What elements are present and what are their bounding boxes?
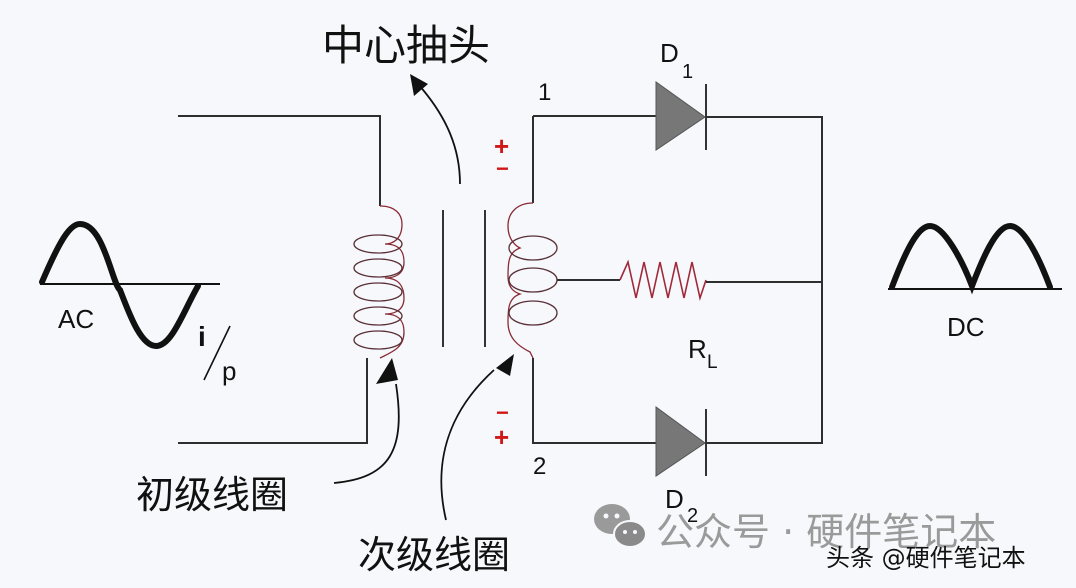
center-tap-arrow (417, 83, 461, 185)
primary-coil-label: 初级线圈 (136, 473, 288, 517)
ac-label: AC (58, 304, 94, 334)
primary-coil-arrowhead (376, 358, 398, 384)
d2-subscript: 2 (687, 505, 698, 527)
secondary-bottom-wire (532, 358, 660, 444)
ac-sine-wave (39, 220, 201, 350)
dc-label: DC (947, 312, 985, 342)
diode-d1 (655, 81, 707, 151)
rl-subscript: L (707, 352, 718, 373)
watermark-line1: 公众号 · 硬件笔记本 (656, 510, 996, 554)
dc-waveform (888, 222, 1062, 295)
watermark-line2: 头条 @硬件笔记本 (826, 544, 1026, 572)
top-plus-mark: + (494, 131, 509, 161)
output-return-wire (706, 116, 823, 444)
diode-d2 (655, 406, 707, 477)
d1-label: D (660, 38, 679, 68)
top-minus-mark: − (496, 156, 509, 181)
node-1-label: 1 (538, 79, 551, 106)
bottom-plus-mark: + (494, 422, 509, 452)
node-2-label: 2 (533, 453, 546, 480)
input-i-label: i (198, 321, 206, 352)
bottom-minus-mark: − (496, 400, 509, 425)
primary-top-wire (178, 115, 381, 206)
center-tap-arrowhead (410, 74, 428, 96)
d2-label: D (665, 484, 684, 514)
primary-bottom-wire (178, 358, 368, 444)
input-p-label: p (222, 356, 236, 386)
secondary-coil-arrowhead (496, 354, 514, 376)
secondary-coil-label: 次级线圈 (358, 533, 510, 577)
rl-label: R (688, 334, 707, 364)
d1-subscript: 1 (682, 61, 693, 83)
dc-rectified-wave (889, 222, 1053, 295)
secondary-coil-arrow (440, 369, 495, 521)
wechat-icon (594, 504, 647, 548)
secondary-coil (507, 202, 558, 359)
ac-waveform (39, 220, 220, 350)
input-slash (203, 325, 231, 381)
center-tap-label: 中心抽头 (322, 21, 490, 70)
primary-coil-arrow (333, 383, 400, 484)
primary-coil (353, 205, 405, 359)
load-resistor (619, 259, 707, 301)
